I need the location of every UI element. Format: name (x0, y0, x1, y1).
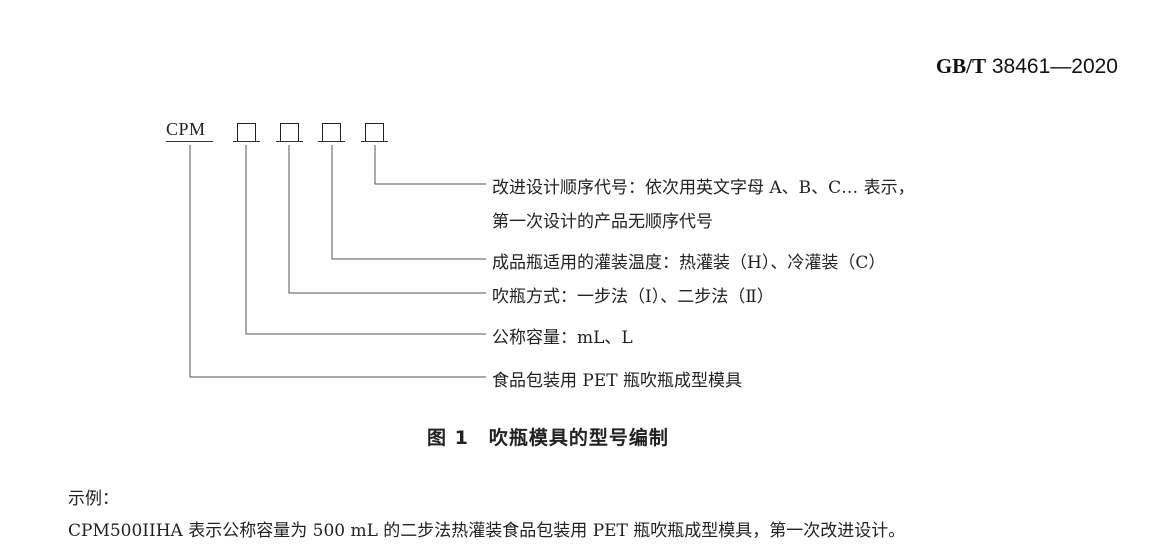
leader-line-blowing-method (288, 145, 486, 294)
box-underline (276, 141, 303, 142)
prefix-underline (166, 141, 213, 142)
leader-line-capacity (245, 145, 486, 335)
leader-line-design-sequence (374, 145, 486, 185)
desc-design-sequence: 改进设计顺序代号：依次用英文字母 A、B、C… 表示， (492, 178, 915, 198)
box-underline (361, 141, 388, 142)
leader-line-product (189, 145, 486, 378)
standard-number: GB/T 38461—2020 (936, 54, 1118, 79)
desc-capacity: 公称容量：mL、L (492, 328, 633, 348)
example-text: CPM500IIHA 表示公称容量为 500 mL 的二步法热灌装食品包装用 P… (68, 521, 906, 541)
figure-caption: 图 1 吹瓶模具的型号编制 (427, 427, 669, 449)
model-prefix: CPM (166, 119, 206, 139)
desc-filling-temp: 成品瓶适用的灌装温度：热灌装（H）、冷灌装（C） (492, 253, 886, 273)
desc-blowing-method: 吹瓶方式：一步法（Ⅰ）、二步法（Ⅱ） (492, 287, 774, 307)
standard-prefix: GB/T (935, 54, 987, 78)
standard-code: 38461—2020 (991, 55, 1118, 78)
leader-line-filling-temp (331, 145, 486, 260)
example-label: 示例： (68, 489, 119, 509)
box-underline (318, 141, 345, 142)
desc-product: 食品包装用 PET 瓶吹瓶成型模具 (492, 371, 742, 391)
box-underline (233, 141, 260, 142)
desc-design-sequence-note: 第一次设计的产品无顺序代号 (492, 212, 713, 232)
